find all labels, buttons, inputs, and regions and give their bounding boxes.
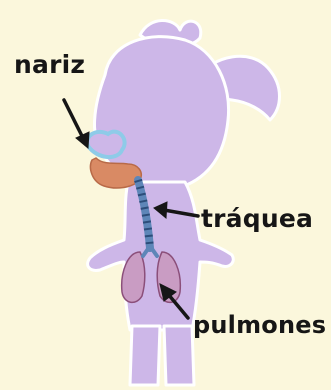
- nose-arrow: [64, 100, 84, 140]
- trachea-label: tráquea: [201, 204, 313, 233]
- nose-shape: [87, 132, 124, 157]
- nose-label: nariz: [14, 50, 85, 79]
- lungs-label: pulmones: [193, 311, 326, 339]
